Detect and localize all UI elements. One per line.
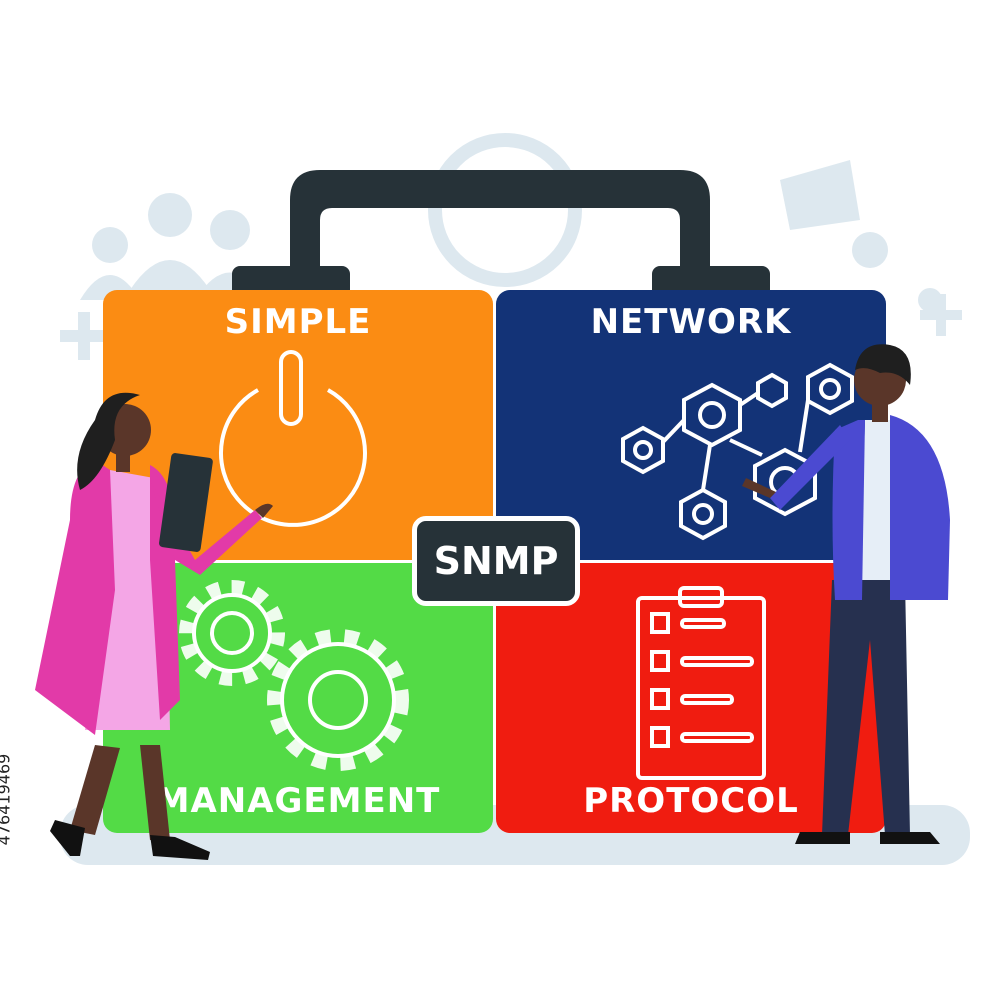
hexagon-network-icon: [621, 362, 854, 541]
clipboard-checklist-icon: [636, 586, 766, 780]
acronym-label: SNMP: [412, 516, 580, 606]
gears-icon: [179, 580, 409, 771]
stock-id-text: 476419469: [0, 753, 14, 846]
word-network: NETWORK: [590, 302, 792, 342]
word-protocol: PROTOCOL: [583, 781, 799, 821]
word-management: MANAGEMENT: [155, 781, 441, 821]
stock-id: 476419469: [0, 740, 38, 870]
quadrant-network: NETWORK: [496, 290, 886, 560]
power-icon: [219, 350, 367, 527]
word-simple: SIMPLE: [224, 302, 372, 342]
